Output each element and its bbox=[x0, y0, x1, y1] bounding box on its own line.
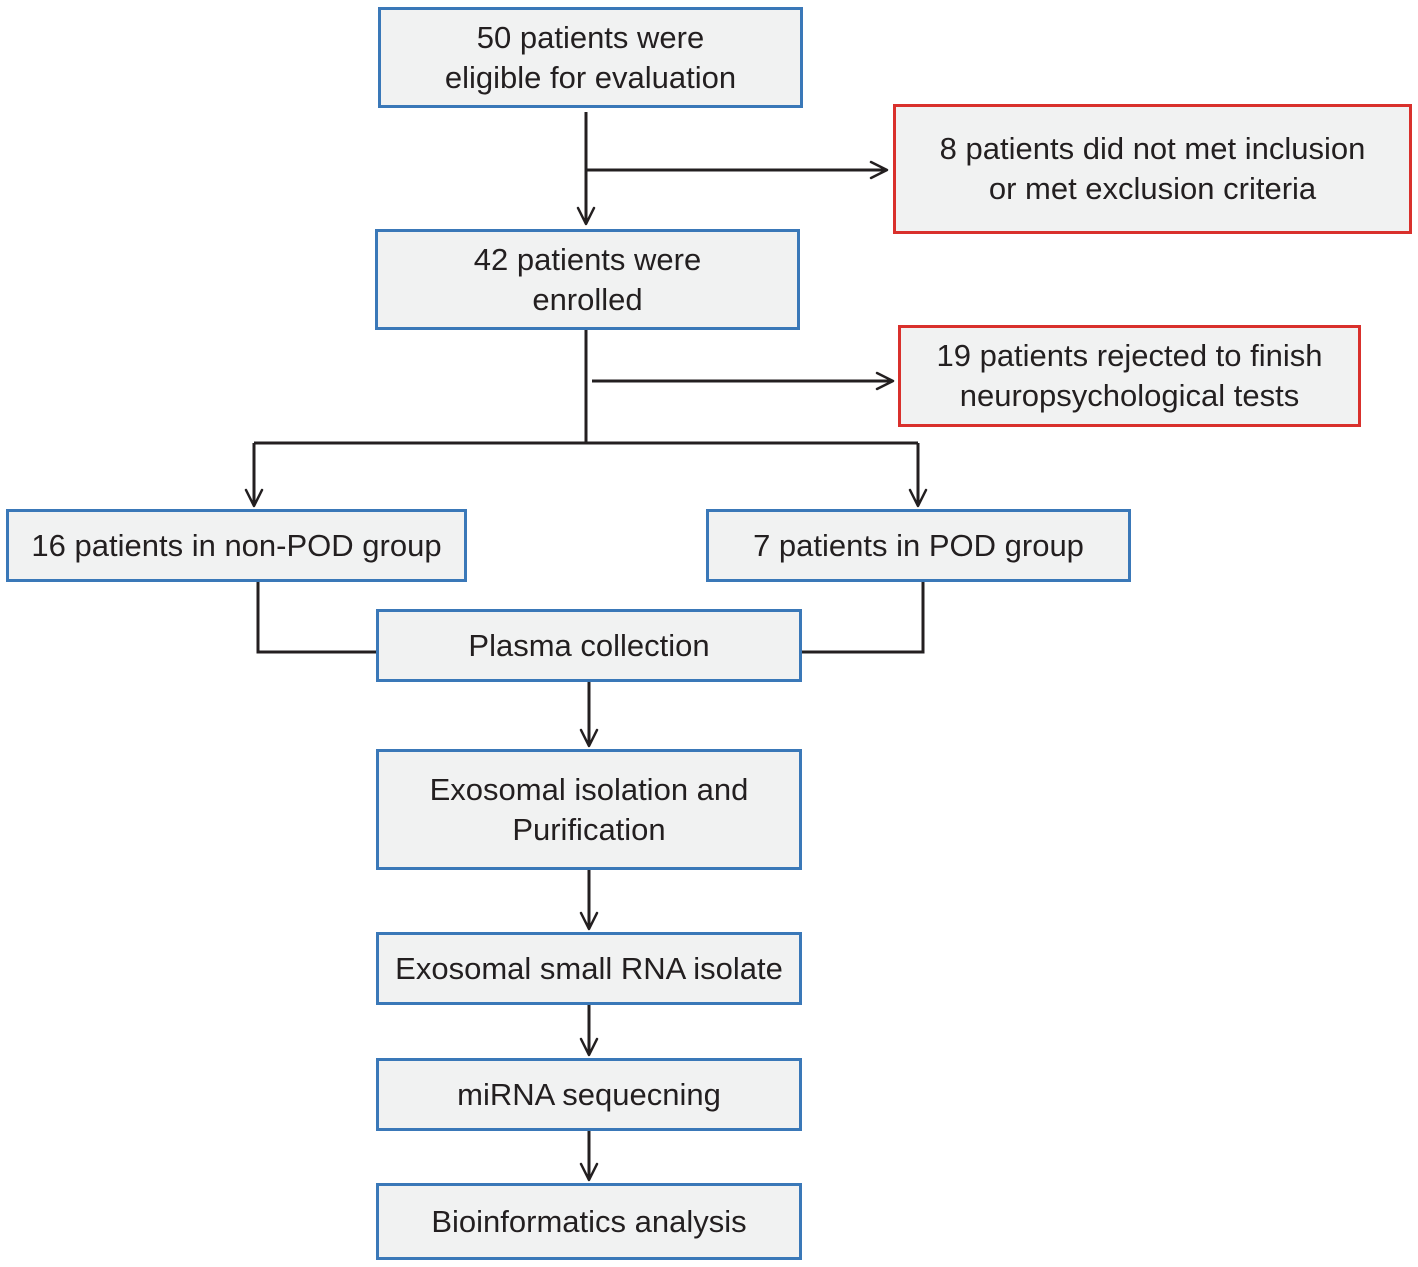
small-rna-isolate-label: Exosomal small RNA isolate bbox=[395, 950, 783, 986]
enrolled-patients-box: 42 patients were enrolled bbox=[375, 229, 800, 330]
bioinformatics-analysis-label: Bioinformatics analysis bbox=[431, 1203, 747, 1239]
plasma-collection-box: Plasma collection bbox=[376, 609, 802, 682]
plasma-collection-label: Plasma collection bbox=[468, 627, 710, 663]
connector-non-pod-to-plasma bbox=[256, 582, 376, 654]
enrolled-patients-label: 42 patients were enrolled bbox=[473, 241, 702, 317]
mirna-sequencing-label: miRNA sequecning bbox=[457, 1076, 721, 1112]
pod-group-box: 7 patients in POD group bbox=[706, 509, 1131, 582]
rejected-patients-box: 19 patients rejected to finish neuropsyc… bbox=[898, 325, 1361, 427]
rejected-patients-label: 19 patients rejected to finish neuropsyc… bbox=[936, 338, 1323, 413]
non-pod-group-box: 16 patients in non-POD group bbox=[6, 509, 467, 582]
mirna-sequencing-box: miRNA sequecning bbox=[376, 1058, 802, 1131]
connector-pod-to-plasma bbox=[802, 566, 925, 654]
exosomal-isolation-label: Exosomal isolation and Purification bbox=[429, 771, 749, 847]
small-rna-isolate-box: Exosomal small RNA isolate bbox=[376, 932, 802, 1005]
bioinformatics-analysis-box: Bioinformatics analysis bbox=[376, 1183, 802, 1260]
exosomal-isolation-box: Exosomal isolation and Purification bbox=[376, 749, 802, 870]
excluded-patients-box: 8 patients did not met inclusion or met … bbox=[893, 104, 1412, 234]
non-pod-group-label: 16 patients in non-POD group bbox=[31, 527, 442, 563]
pod-group-label: 7 patients in POD group bbox=[753, 527, 1084, 563]
eligible-patients-box: 50 patients were eligible for evaluation bbox=[378, 7, 803, 108]
excluded-patients-label: 8 patients did not met inclusion or met … bbox=[939, 131, 1366, 206]
eligible-patients-label: 50 patients were eligible for evaluation bbox=[444, 19, 737, 95]
